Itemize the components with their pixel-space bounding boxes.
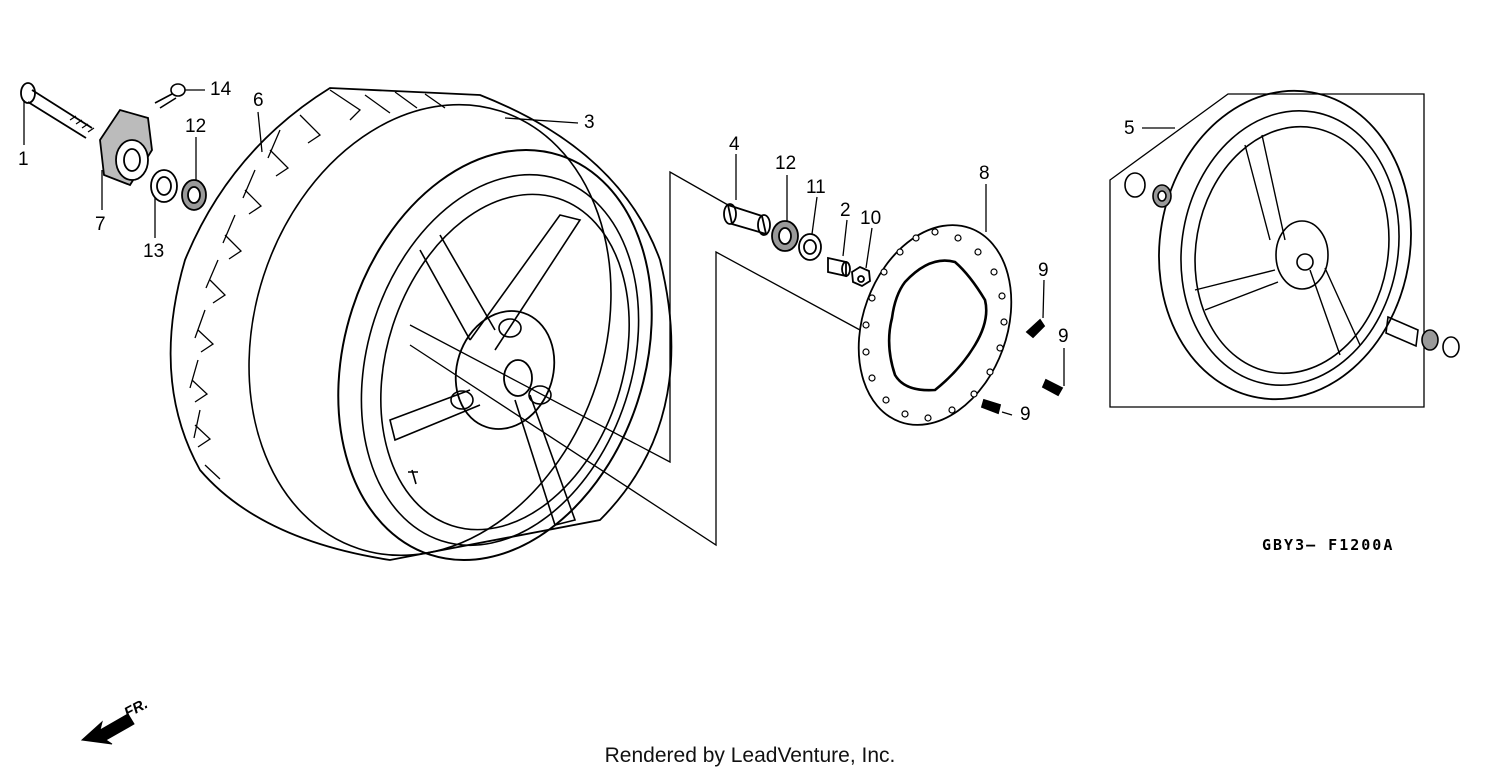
inset-wheel-5 [1109,89,1460,408]
tire-and-wheel [169,87,673,562]
callout-5: 5 [1124,118,1135,139]
callout-13: 13 [143,241,165,262]
callout-14: 14 [210,79,232,100]
inset-spokes [1194,134,1361,356]
inset-rim-lip [1194,125,1390,375]
dust-seal-13 [150,169,178,203]
tread-blocks [189,89,446,480]
callout-1: 1 [18,149,29,170]
diagram-code: GBY3– F1200A [1262,536,1395,554]
hub-boss-1 [498,318,522,338]
brake-disc-8 [857,224,1013,426]
inset-frame [1109,93,1425,408]
callout-leaders [23,89,1175,416]
dust-seal-11 [798,233,822,261]
callout-12-left: 12 [185,116,207,137]
inset-rim-inner [1180,110,1400,386]
callout-11: 11 [806,177,826,198]
rim-lip [380,193,630,531]
distance-collar-4 [723,203,771,236]
screw-14 [154,83,186,109]
wheel-spokes [389,214,582,526]
exploded-view-bracket [409,170,861,547]
rim-outer [337,148,653,562]
callout-4: 4 [729,134,740,155]
tire-sidewall [248,103,612,557]
axle-bolt [20,82,95,139]
callout-9-middle: 9 [1058,326,1069,347]
inset-hub [1275,220,1329,290]
disc-bolts-9 [980,318,1064,415]
nut-10 [851,265,871,288]
hub-boss-3 [528,385,552,405]
callout-7: 7 [95,214,106,235]
callout-3: 3 [584,112,595,133]
callout-2: 2 [840,200,851,221]
front-direction-arrow [80,713,135,745]
callout-9-bottom: 9 [1020,404,1031,425]
speedometer-gearbox [99,108,153,187]
callout-6: 6 [253,90,264,111]
inset-rim-outer [1158,89,1412,401]
hub-boss-2 [450,390,474,410]
bearing-12-right [771,220,799,252]
disc-inner-carrier [887,259,988,392]
hub-bore [503,359,533,397]
valve-stem [408,469,418,485]
disc-holes [862,228,1008,422]
callout-8: 8 [979,163,990,184]
tire-tread-outline [169,87,673,561]
collar-2 [827,256,851,278]
callout-12-right: 12 [775,153,797,174]
bearing-12-left [181,179,207,211]
hub-outer [454,310,556,430]
footer-credit: Rendered by LeadVenture, Inc. [604,744,896,767]
callout-9-top: 9 [1038,260,1049,281]
callout-10: 10 [860,208,882,229]
rim-inner [360,173,640,547]
